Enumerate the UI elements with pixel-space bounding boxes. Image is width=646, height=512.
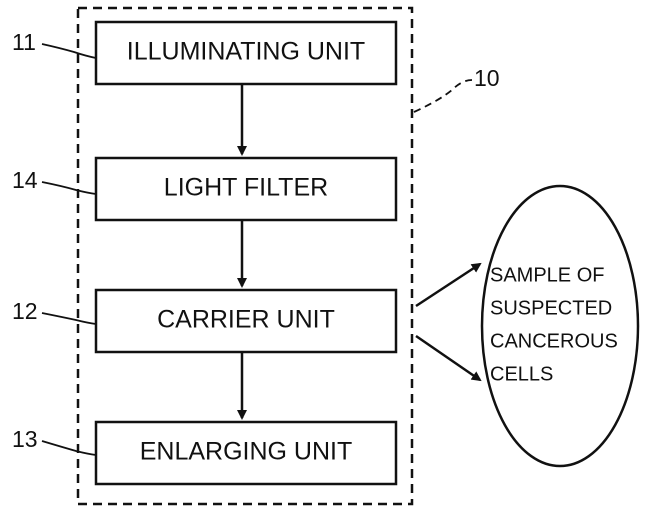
ref-label-enlarging-unit: 13 bbox=[12, 426, 38, 452]
block-box bbox=[94, 420, 398, 486]
ref-leader-light-filter bbox=[41, 181, 97, 195]
block-label: ILLUMINATING UNIT bbox=[127, 38, 365, 66]
sample-label-line: SUSPECTED bbox=[490, 297, 612, 319]
sample-ellipse bbox=[480, 184, 640, 468]
sample-label-line: CELLS bbox=[490, 363, 553, 385]
block-box bbox=[94, 20, 398, 86]
sample-ellipse-group: SAMPLE OF SUSPECTED CANCEROUS CELLS bbox=[480, 184, 640, 468]
block-label: ENLARGING UNIT bbox=[140, 438, 353, 466]
ref-label-carrier-unit: 12 bbox=[12, 298, 38, 324]
sample-label-line: SAMPLE OF bbox=[490, 264, 604, 286]
system-enclosure bbox=[76, 6, 414, 506]
sample-arrow-lower bbox=[415, 334, 482, 382]
system-ref-label: 10 bbox=[474, 65, 500, 91]
sample-arrow-upper bbox=[415, 262, 482, 308]
block-carrier-unit: CARRIER UNIT bbox=[94, 288, 398, 354]
block-illuminating-unit: ILLUMINATING UNIT bbox=[94, 20, 398, 86]
block-box bbox=[94, 288, 398, 354]
system-ref-leader bbox=[413, 79, 473, 113]
ref-leader-illuminating-unit bbox=[41, 43, 97, 59]
ref-label-light-filter: 14 bbox=[12, 167, 38, 193]
sample-label-line: CANCEROUS bbox=[490, 330, 618, 352]
ref-leader-carrier-unit bbox=[41, 312, 97, 325]
block-light-filter: LIGHT FILTER bbox=[94, 156, 398, 222]
block-box bbox=[94, 156, 398, 222]
block-label: LIGHT FILTER bbox=[164, 174, 328, 202]
block-label: CARRIER UNIT bbox=[157, 306, 335, 334]
ref-label-illuminating-unit: 11 bbox=[12, 29, 36, 55]
block-enlarging-unit: ENLARGING UNIT bbox=[94, 420, 398, 486]
ref-leader-enlarging-unit bbox=[41, 440, 97, 456]
